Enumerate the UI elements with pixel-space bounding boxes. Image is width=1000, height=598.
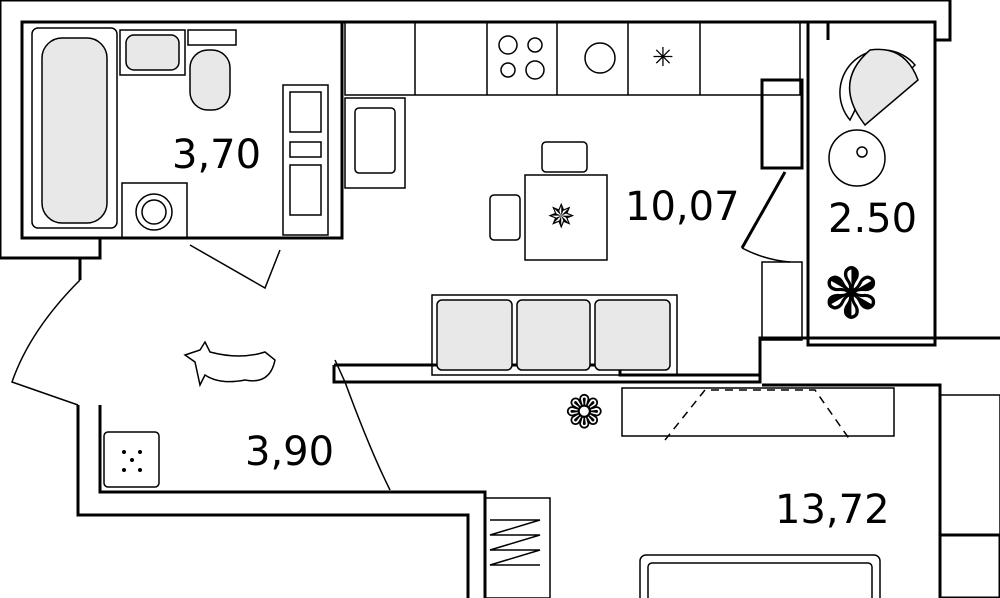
room-area-hallway: 3,90: [245, 429, 334, 475]
svg-text:❁: ❁: [565, 385, 604, 439]
pet: [183, 340, 276, 388]
room-area-bathroom: 3,70: [172, 132, 261, 178]
sofa: [431, 261, 803, 376]
plant: ❃: [822, 253, 881, 335]
svg-text:❃: ❃: [822, 253, 881, 335]
svg-text:✵: ✵: [547, 197, 576, 237]
kitchen-door: [740, 171, 791, 263]
tv-stand: [621, 387, 895, 441]
toilet: [187, 29, 237, 111]
shelving: [282, 84, 329, 236]
room-area-living-room: 13,72: [775, 487, 890, 533]
bed: [639, 554, 881, 598]
room-area-balcony: 2.50: [828, 196, 917, 242]
dining-table: ✵: [489, 141, 608, 261]
armchair: [839, 48, 919, 127]
entrance-door: [11, 244, 391, 491]
washbasin: [119, 29, 186, 76]
sink: [344, 97, 406, 189]
plant-2: ❁: [565, 385, 604, 439]
cabinet: [103, 431, 160, 488]
kitchen-counter: ✳: [344, 21, 804, 170]
washing-machine: [121, 182, 188, 239]
wardrobe: [484, 497, 551, 598]
side-table: [828, 129, 886, 187]
svg-text:✳: ✳: [652, 43, 674, 73]
room-area-kitchen: 10,07: [625, 184, 740, 230]
bathtub: [31, 27, 118, 229]
